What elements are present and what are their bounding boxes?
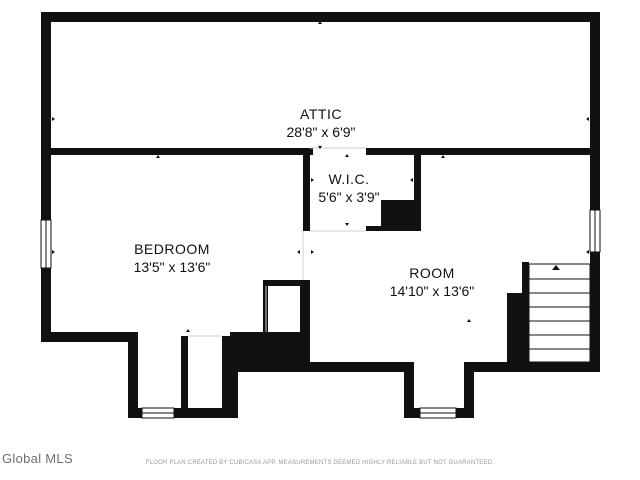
room-label-wic: W.I.C. 5'6" x 3'9" xyxy=(318,170,379,206)
wall-mid-bottom xyxy=(228,362,414,372)
wall-closet-left xyxy=(181,336,188,410)
wall-bay-right-left xyxy=(404,362,414,418)
staircase xyxy=(528,263,591,363)
room-label-room: ROOM 14'10" x 13'6" xyxy=(390,264,475,300)
room-label-attic: ATTIC 28'8" x 6'9" xyxy=(287,105,356,141)
wic-block xyxy=(381,200,421,231)
measurement-ticks xyxy=(52,21,589,332)
room-name: ROOM xyxy=(409,265,455,281)
wall-bottom-right xyxy=(464,362,600,372)
wall-right xyxy=(590,12,600,370)
wall-bed-closet-right xyxy=(222,336,232,410)
wic-dimensions: 5'6" x 3'9" xyxy=(318,189,380,205)
room-dimensions: 14'10" x 13'6" xyxy=(389,283,475,299)
wall-bay-left-bottom-a xyxy=(128,408,142,418)
wall-attic-divider-right xyxy=(366,148,600,155)
wall-bay-left-outer xyxy=(128,332,138,418)
wall-closet-right xyxy=(300,284,310,336)
closet-mass xyxy=(230,332,310,370)
wall-wic-left xyxy=(303,148,310,231)
exterior-walls xyxy=(41,12,600,418)
wall-bay-right-right xyxy=(464,362,474,418)
attic-dimensions: 28'8" x 6'9" xyxy=(286,124,356,140)
wall-bay-right-bottom-a xyxy=(404,408,420,418)
windows xyxy=(40,209,601,419)
wall-wic-right xyxy=(414,148,421,231)
room-label-bedroom: BEDROOM 13'5" x 13'6" xyxy=(134,240,211,276)
floorplan-disclaimer: FLOOR PLAN CREATED BY CUBICASA APP. MEAS… xyxy=(145,460,495,466)
bedroom-name: BEDROOM xyxy=(134,241,210,257)
attic-name: ATTIC xyxy=(300,106,342,122)
wall-left xyxy=(41,12,51,342)
wall-bottom-left xyxy=(41,332,138,342)
wic-name: W.I.C. xyxy=(328,171,370,187)
bedroom-dimensions: 13'5" x 13'6" xyxy=(133,259,211,275)
wall-stair-divider xyxy=(522,262,529,365)
wall-attic-divider-left xyxy=(41,148,313,155)
wall-top xyxy=(41,12,600,22)
wall-bay-left-bottom-b xyxy=(174,408,238,418)
wall-bay-mid xyxy=(228,364,238,418)
global-mls-watermark: Global MLS xyxy=(2,451,73,466)
door-openings xyxy=(188,147,366,337)
wall-closet-top xyxy=(263,280,310,286)
